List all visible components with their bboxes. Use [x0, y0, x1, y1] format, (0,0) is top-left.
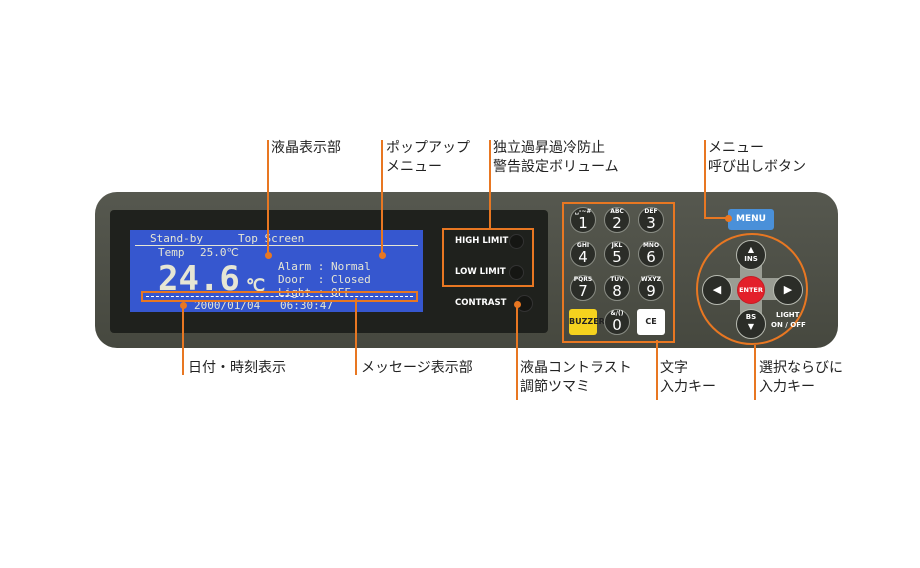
key-1[interactable]: ␣-~#1: [570, 207, 596, 233]
label-char-keys: 文字入力キー: [660, 360, 716, 395]
label-select-keys: 選択ならびに入力キー: [759, 360, 843, 395]
contrast-label: CONTRAST: [455, 298, 507, 308]
lcd-screen: Stand-by Top Screen Temp 25.0℃ 24.6 ℃ Al…: [130, 230, 423, 312]
label-message: メッセージ表示部: [361, 360, 473, 376]
key-0[interactable]: &/()0: [604, 309, 630, 335]
lcd-screen-title: Top Screen: [238, 232, 305, 245]
label-limit-volume: 独立過昇過冷防止警告設定ボリューム: [493, 140, 619, 175]
label-contrast: 液晶コントラスト調節ツマミ: [520, 360, 632, 395]
high-limit-label: HIGH LIMIT: [455, 236, 509, 246]
low-limit-knob[interactable]: [509, 265, 524, 280]
lcd-set-temp: 25.0℃: [200, 246, 239, 259]
lcd-status-door: Door : Closed: [278, 273, 371, 286]
nav-highlight: [696, 233, 808, 345]
high-limit-knob[interactable]: [509, 234, 524, 249]
enter-button[interactable]: ENTER: [737, 276, 765, 304]
lcd-date: 2000/01/04: [194, 299, 261, 312]
buzzer-button[interactable]: BUZZER: [569, 309, 605, 335]
right-light-button[interactable]: ▶: [773, 275, 803, 305]
up-arrow-icon: ▲: [747, 245, 755, 254]
up-ins-button[interactable]: ▲INS: [736, 240, 766, 270]
lcd-divider: [135, 245, 418, 246]
message-area-highlight: [141, 291, 418, 302]
ce-button[interactable]: CE: [637, 309, 665, 335]
down-bs-button[interactable]: BS▼: [736, 309, 766, 339]
label-datetime: 日付・時刻表示: [188, 360, 286, 376]
lcd-mode: Stand-by: [150, 232, 203, 245]
limit-box: [442, 228, 534, 287]
lcd-temp-label: Temp: [158, 246, 185, 259]
right-arrow-icon: ▶: [783, 283, 793, 296]
label-popup-menu: ポップアップメニュー: [386, 140, 470, 175]
label-lcd-display: 液晶表示部: [271, 140, 341, 156]
label-menu-button: メニュー呼び出しボタン: [708, 140, 806, 175]
low-limit-label: LOW LIMIT: [455, 267, 506, 277]
menu-button[interactable]: MENU: [728, 209, 774, 230]
lcd-time: 06:30:47: [280, 299, 333, 312]
keypad-box: [562, 202, 675, 343]
lcd-status-alarm: Alarm : Normal: [278, 260, 371, 273]
down-arrow-icon: ▼: [747, 322, 755, 331]
light-label: LIGHT: [776, 311, 800, 319]
left-arrow-icon: ◀: [712, 283, 722, 296]
left-button[interactable]: ◀: [702, 275, 732, 305]
light-onoff-label: ON / OFF: [771, 321, 806, 329]
